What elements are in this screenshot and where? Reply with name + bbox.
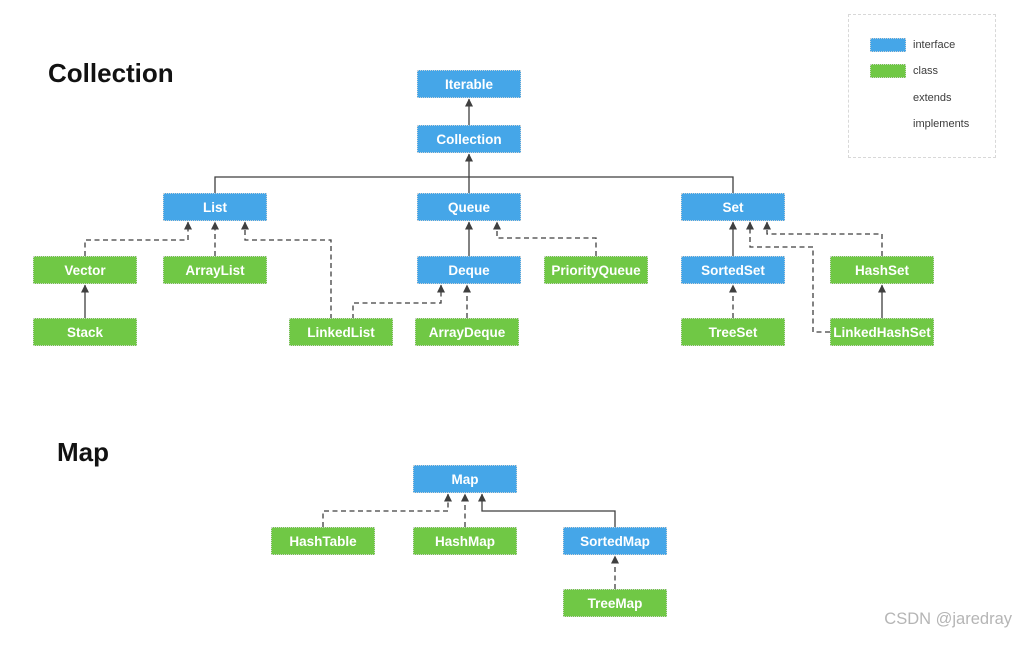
node-arraydeque: ArrayDeque xyxy=(415,318,519,346)
node-linkedlist: LinkedList xyxy=(289,318,393,346)
node-treeset: TreeSet xyxy=(681,318,785,346)
node-treemap: TreeMap xyxy=(563,589,667,617)
node-vector: Vector xyxy=(33,256,137,284)
node-sortedset: SortedSet xyxy=(681,256,785,284)
node-map: Map xyxy=(413,465,517,493)
edge-vector-implements-list xyxy=(84,221,192,256)
legend-class-swatch-icon xyxy=(870,64,906,78)
node-priorityqueue: PriorityQueue xyxy=(544,256,648,284)
node-collection: Collection xyxy=(417,125,521,153)
node-queue: Queue xyxy=(417,193,521,221)
edge-bus-list-queue-set xyxy=(214,176,734,193)
node-hashtable: HashTable xyxy=(271,527,375,555)
edge-linkedlist-implements-deque xyxy=(352,284,445,319)
node-hashset: HashSet xyxy=(830,256,934,284)
node-set: Set xyxy=(681,193,785,221)
node-list: List xyxy=(163,193,267,221)
node-linkedhashset: LinkedHashSet xyxy=(830,318,934,346)
legend-box: interface class extends implements xyxy=(848,14,996,158)
map-section-title: Map xyxy=(57,437,109,467)
edge-priorityqueue-implements-queue xyxy=(493,221,597,256)
legend-interface-swatch-icon xyxy=(870,38,906,52)
node-arraylist: ArrayList xyxy=(163,256,267,284)
watermark: CSDN @jaredray xyxy=(884,610,1012,628)
node-hashmap: HashMap xyxy=(413,527,517,555)
legend-extends-label: extends xyxy=(913,92,952,104)
node-sortedmap: SortedMap xyxy=(563,527,667,555)
edge-sortedmap-extends-map xyxy=(478,493,616,527)
edge-hashtable-implements-map xyxy=(322,493,452,527)
node-deque: Deque xyxy=(417,256,521,284)
collection-section-title: Collection xyxy=(48,58,174,88)
node-stack: Stack xyxy=(33,318,137,346)
legend-implements-label: implements xyxy=(913,118,970,130)
edge-hashset-implements-set xyxy=(763,221,883,256)
node-iterable: Iterable xyxy=(417,70,521,98)
legend-interface-label: interface xyxy=(913,39,956,51)
legend-class-label: class xyxy=(913,65,939,77)
